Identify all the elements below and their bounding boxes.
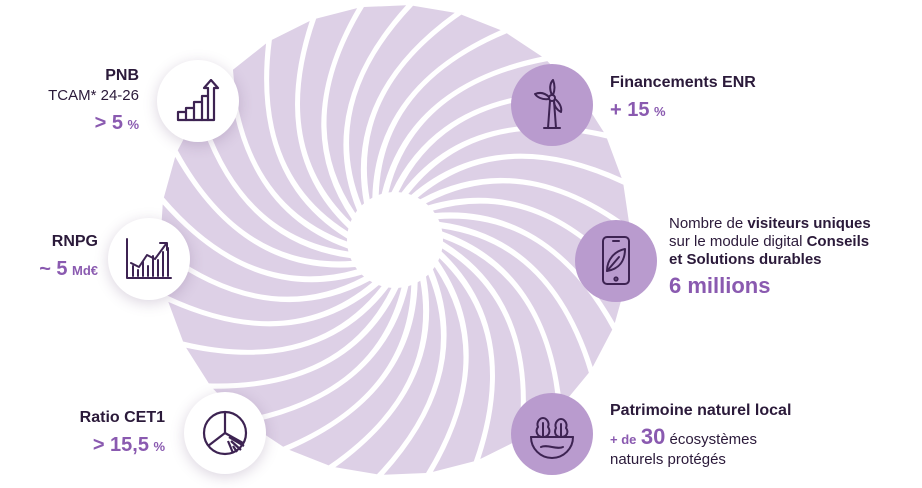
growth-chart-icon xyxy=(157,60,239,142)
visiteurs-conseils: Conseils xyxy=(806,233,870,250)
swirl-stripe xyxy=(441,248,521,459)
swirl-center xyxy=(349,194,441,286)
swirl-stripe xyxy=(299,8,358,222)
patrimoine-value: 30 xyxy=(640,424,666,450)
swirl-stripe xyxy=(289,280,424,466)
visiteurs-line1: Nombre de visiteurs uniques xyxy=(669,215,871,232)
visiteurs-block: Nombre de visiteurs uniques sur le modul… xyxy=(669,215,871,299)
ratio-block: Ratio CET1 > 15,5 % xyxy=(80,408,165,457)
enr-unit: % xyxy=(653,104,666,120)
enr-block: Financements ENR + 15 % xyxy=(610,73,756,122)
swirl-stripe xyxy=(441,228,589,406)
enr-value: + 15 xyxy=(610,99,650,122)
swirl-stripe xyxy=(442,238,558,437)
swirl-stripe xyxy=(160,204,365,297)
swirl-stripe xyxy=(213,287,402,419)
patrimoine-line2: naturels protégés xyxy=(610,450,726,468)
rnpg-unit: Md€ xyxy=(72,263,98,279)
rnpg-value-row: ~ 5 Md€ xyxy=(39,257,98,281)
patrimoine-block: Patrimoine naturel local + de 30 écosyst… xyxy=(610,401,791,469)
phone-leaf-icon xyxy=(575,220,657,302)
wind-turbine-icon xyxy=(511,64,593,146)
swirl-stripe xyxy=(232,43,348,242)
patrimoine-value-row: + de 30 écosystèmes xyxy=(610,424,791,450)
visiteurs-line3: et Solutions durables xyxy=(669,251,822,268)
swirl-stripe xyxy=(432,258,491,472)
pnb-value: > 5 xyxy=(94,112,123,135)
swirl-stripe xyxy=(335,274,441,475)
rnpg-block: RNPG ~ 5 Md€ xyxy=(39,232,98,281)
ratio-label: Ratio CET1 xyxy=(79,409,165,426)
swirl-stripe xyxy=(168,285,382,350)
pnb-value-row: > 5 % xyxy=(48,111,139,135)
pnb-unit: % xyxy=(127,117,139,133)
swirl-stripe xyxy=(326,5,407,214)
swirl-stripe xyxy=(378,33,543,195)
patrimoine-suffix: écosystèmes xyxy=(665,431,758,449)
enr-value-row: + 15 % xyxy=(610,98,756,122)
rnpg-label: RNPG xyxy=(51,233,98,250)
swirl-stripe xyxy=(425,183,630,276)
ratio-value-row: > 15,5 % xyxy=(80,433,165,457)
swirl-stripe xyxy=(160,253,373,322)
pie-chart-icon xyxy=(184,392,266,474)
visiteurs-line2: sur le module digital Conseils xyxy=(669,233,870,250)
bar-line-chart-icon xyxy=(108,218,190,300)
swirl-stripe xyxy=(408,130,622,195)
swirl-stripe xyxy=(417,158,630,227)
ratio-value: > 15,5 xyxy=(92,434,149,457)
swirl-stripe xyxy=(349,5,455,206)
forest-globe-icon xyxy=(511,393,593,475)
visiteurs-value: 6 millions xyxy=(669,273,771,298)
swirl-stripe xyxy=(163,156,358,277)
patrimoine-label: Patrimoine naturel local xyxy=(610,402,792,419)
ratio-unit: % xyxy=(153,439,165,455)
visiteurs-uniques: visiteurs uniques xyxy=(747,215,871,232)
pnb-block: PNB TCAM* 24-26 > 5 % xyxy=(48,66,139,135)
patrimoine-prefix: + de xyxy=(610,432,637,448)
pnb-label: PNB xyxy=(105,67,139,84)
swirl-stripe xyxy=(186,287,392,384)
swirl-stripe xyxy=(269,21,349,232)
swirl-stripe xyxy=(366,14,501,200)
rnpg-value: ~ 5 xyxy=(39,258,68,281)
swirl-stripe xyxy=(438,218,613,368)
pnb-subtitle: TCAM* 24-26 xyxy=(48,87,139,105)
swirl-stripe xyxy=(383,266,464,475)
enr-label: Financements ENR xyxy=(610,74,756,91)
